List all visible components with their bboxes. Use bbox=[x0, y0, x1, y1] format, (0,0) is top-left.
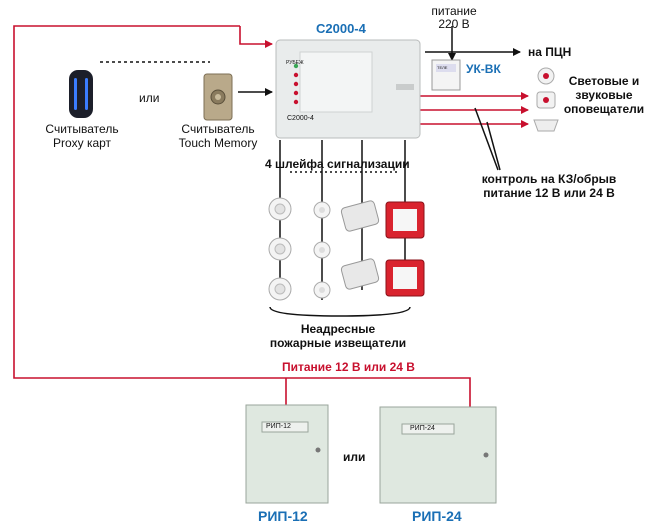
readers-or-label: или bbox=[139, 91, 160, 105]
notifiers-label-1: Световые и bbox=[568, 74, 640, 88]
smoke-detector bbox=[268, 197, 292, 221]
cabinet-lock-icon bbox=[483, 452, 489, 458]
loop-3-detectors bbox=[340, 200, 380, 290]
touch-memory-reader-device bbox=[203, 73, 233, 121]
module-brand: ТЕЛЕ bbox=[437, 65, 448, 70]
manual-call-point bbox=[385, 259, 425, 297]
control-label-1: контроль на КЗ/обрыв bbox=[481, 172, 617, 186]
psu-right-plate: РИП-24 bbox=[410, 425, 435, 432]
control-pointer-2 bbox=[486, 121, 501, 171]
notifier-devices bbox=[533, 67, 559, 132]
light-notifier bbox=[536, 91, 556, 109]
controller-front-label: С2000-4 bbox=[287, 115, 314, 122]
proxy-reader-device bbox=[69, 70, 93, 118]
psu-rip-12-cabinet bbox=[245, 404, 329, 504]
led-indicator bbox=[293, 72, 299, 78]
touch-reader-label-2: Touch Memory bbox=[178, 136, 258, 150]
proxy-reader-label-1: Считыватель bbox=[45, 122, 119, 136]
touch-reader-label-1: Считыватель bbox=[181, 122, 255, 136]
loop-2-detectors bbox=[313, 201, 331, 299]
notifiers-label-2: звуковые bbox=[575, 88, 633, 102]
led-indicator bbox=[293, 81, 299, 87]
proxy-reader-label-2: Proxy карт bbox=[52, 136, 112, 150]
led-indicator bbox=[293, 90, 299, 96]
psu-right-label: РИП-24 bbox=[412, 508, 462, 524]
siren-notifier bbox=[537, 67, 555, 85]
flame-detector bbox=[340, 258, 380, 290]
psu-or-label: или bbox=[343, 450, 366, 464]
controller-badge bbox=[396, 84, 414, 90]
control-label-2: питание 12 В или 24 В bbox=[483, 186, 615, 200]
supply-bus-label: Питание 12 В или 24 В bbox=[282, 360, 415, 374]
heat-detector bbox=[313, 201, 331, 219]
detectors-label-1: Неадресные bbox=[300, 322, 376, 336]
controller-brand: РУБЕЖ bbox=[286, 60, 304, 66]
loops-label: 4 шлейфа сигнализации bbox=[265, 157, 410, 171]
control-pointer-1 bbox=[474, 107, 499, 171]
supply-bus-line bbox=[13, 25, 471, 415]
sound-notifier bbox=[533, 119, 559, 132]
heat-detector bbox=[313, 281, 331, 299]
pcn-label: на ПЦН bbox=[528, 45, 572, 59]
led-indicator bbox=[293, 63, 299, 69]
module-uk-vk bbox=[431, 59, 461, 91]
power-bus-lines bbox=[13, 25, 529, 415]
module-title: УК-ВК bbox=[466, 62, 501, 76]
heat-detector bbox=[313, 241, 331, 259]
manual-call-point bbox=[385, 201, 425, 239]
mains-label: питание bbox=[431, 4, 477, 18]
smoke-detector bbox=[268, 277, 292, 301]
loop-1-detectors bbox=[268, 197, 292, 301]
detectors-label-2: пожарные извещатели bbox=[269, 336, 407, 350]
psu-rip-24-cabinet bbox=[379, 406, 497, 504]
detectors-brace bbox=[269, 306, 411, 317]
module-badge bbox=[436, 64, 456, 72]
reader-bus-line bbox=[239, 26, 273, 48]
notifiers-label-3: оповещатели bbox=[563, 102, 645, 116]
flame-detector bbox=[340, 200, 380, 232]
loop-4-detectors bbox=[385, 201, 425, 297]
led-indicator bbox=[293, 99, 299, 105]
controller-title: С2000-4 bbox=[316, 21, 366, 36]
psu-left-label: РИП-12 bbox=[258, 508, 308, 524]
cabinet-lock-icon bbox=[315, 447, 321, 453]
psu-left-plate: РИП-12 bbox=[266, 423, 291, 430]
controller-c2000-4 bbox=[275, 39, 421, 139]
mains-voltage: 220 В bbox=[438, 17, 470, 31]
smoke-detector bbox=[268, 237, 292, 261]
